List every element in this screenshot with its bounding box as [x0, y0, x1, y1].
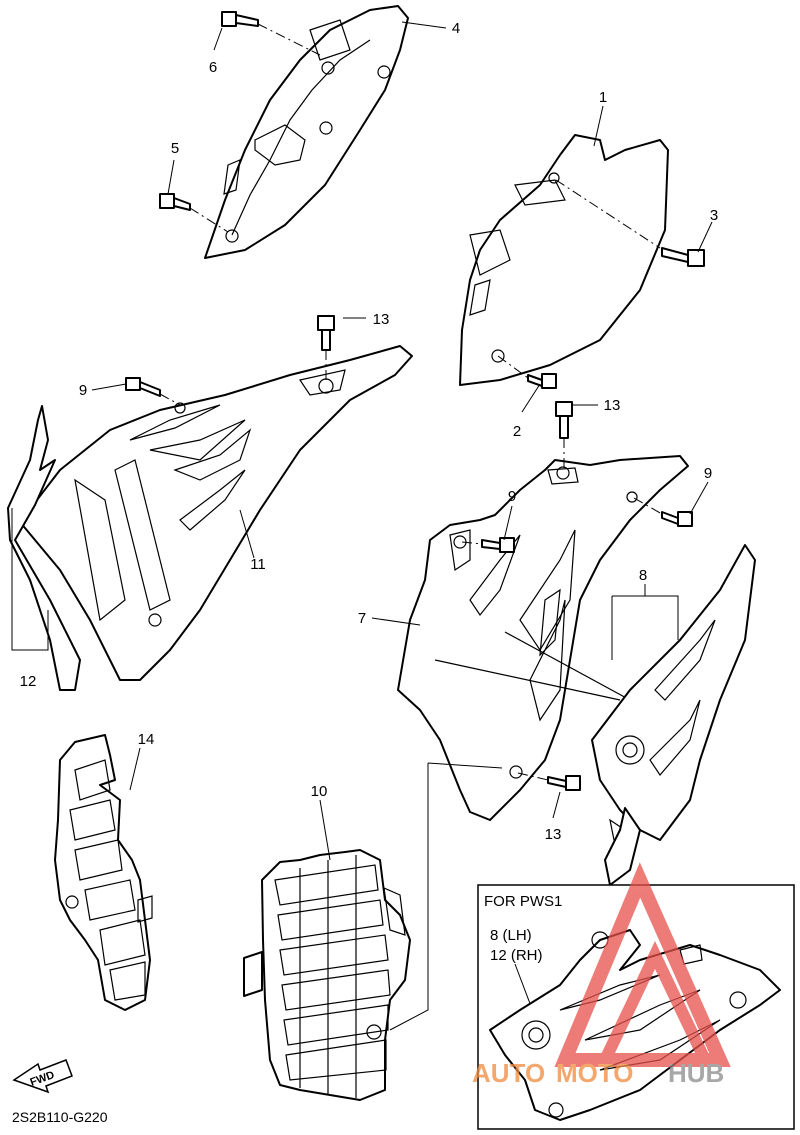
callout-6: 6	[209, 59, 217, 76]
callout-13-lower: 13	[545, 826, 562, 843]
bolt-13-lower	[517, 772, 581, 791]
inset-label-lh: 8 (LH)	[490, 927, 532, 944]
bolt-3	[555, 179, 705, 267]
bolt-9-right	[633, 497, 693, 527]
bolt-13-upper	[317, 315, 335, 382]
part-11-left-shroud	[19, 345, 413, 681]
callout-13-upper: 13	[373, 311, 390, 328]
inset-title: FOR PWS1	[484, 893, 562, 910]
callout-9-left: 9	[79, 382, 87, 399]
callout-10: 10	[311, 783, 328, 800]
callout-8: 8	[639, 567, 647, 584]
fwd-arrow-icon: FWD	[12, 1059, 73, 1094]
watermark-text-hub: HUB	[668, 1058, 724, 1088]
callout-2: 2	[513, 423, 521, 440]
callout-7: 7	[358, 610, 366, 627]
part-12-shroud-graphic	[7, 405, 81, 691]
callout-numbers: 1 2 3 4 5 6 7 8 9 9 9 10 11 12 13 13 13 …	[20, 20, 719, 843]
part-10-radiator-louver	[243, 849, 411, 1101]
callout-4: 4	[452, 20, 460, 37]
callout-3: 3	[710, 207, 718, 224]
diagram-code: 2S2B110-G220	[12, 1109, 108, 1125]
bolt-2	[497, 355, 557, 389]
watermark-logo: AUTO MOTO HUB	[472, 862, 731, 1088]
part-4-number-plate-bracket	[204, 5, 409, 259]
callout-12: 12	[20, 673, 37, 690]
part-7-right-shroud	[397, 455, 689, 821]
bolt-5	[159, 193, 229, 233]
bolt-6	[221, 11, 321, 56]
bolt-9-middle	[461, 537, 515, 553]
callout-14: 14	[138, 731, 155, 748]
bolt-9-left	[125, 377, 181, 406]
inset-label-rh: 12 (RH)	[490, 947, 543, 964]
watermark-text-moto: MOTO	[556, 1058, 634, 1088]
callout-9-right: 9	[704, 465, 712, 482]
callout-11: 11	[250, 556, 266, 573]
part-14-radiator-louver	[54, 734, 153, 1011]
callout-9-middle: 9	[508, 488, 516, 505]
callout-1: 1	[599, 89, 607, 106]
leader-lines	[11, 21, 713, 1031]
watermark-text-auto: AUTO	[472, 1058, 545, 1088]
callout-13-middle: 13	[604, 397, 621, 414]
bolt-13-middle	[555, 401, 573, 468]
callout-5: 5	[171, 140, 179, 157]
part-1-side-plate	[459, 134, 669, 386]
